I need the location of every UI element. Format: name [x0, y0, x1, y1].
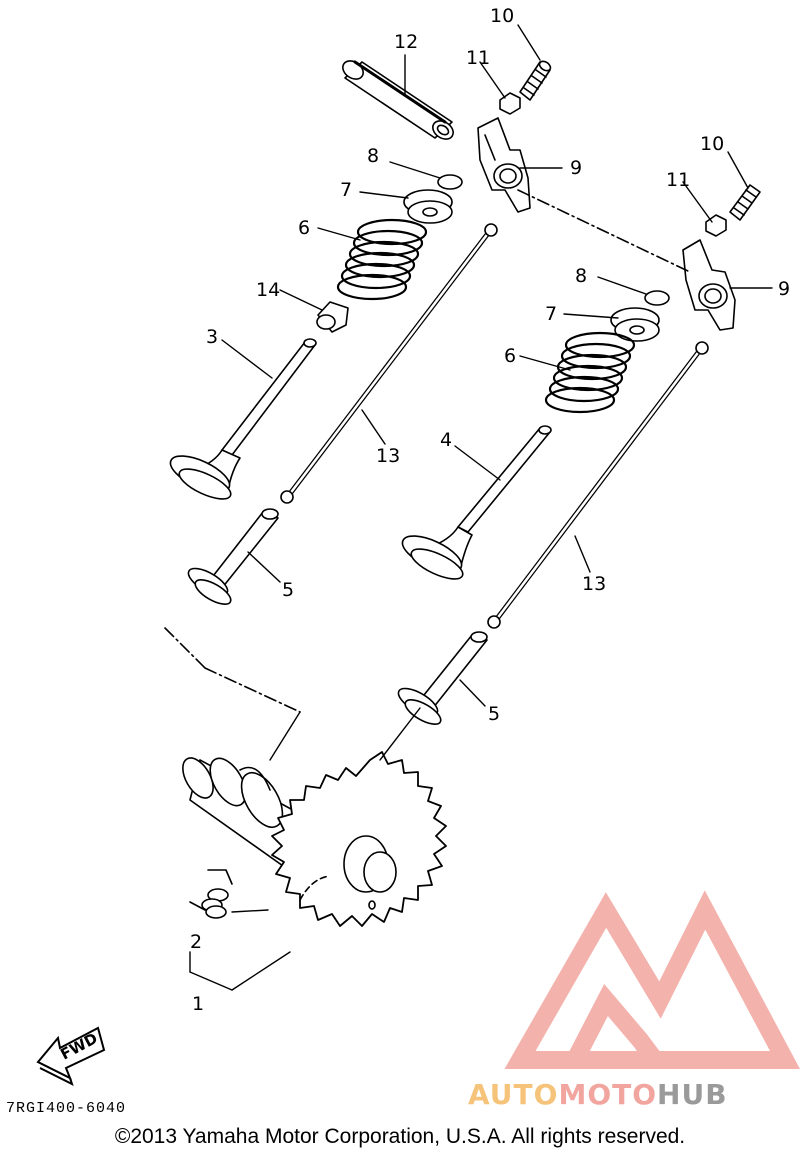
copyright-notice: ©2013 Yamaha Motor Corporation, U.S.A. A…: [114, 1125, 686, 1148]
leader-lines: [189, 24, 773, 991]
rocker-shaft-part: [342, 60, 454, 140]
adjust-screw-upper-part: [519, 60, 552, 101]
callout-14: 14: [256, 279, 280, 301]
push-rod-left-part: [280, 223, 498, 504]
intake-valve-part: [169, 338, 317, 500]
callout-7-upper: 7: [340, 179, 352, 201]
adjust-screw-lower-part: [729, 184, 761, 221]
valve-spring-upper-part: [336, 218, 428, 301]
brand-hub: HUB: [657, 1078, 728, 1111]
camshaft-part: [182, 751, 447, 927]
watermark-brand: AUTOMOTOHUB: [468, 1078, 728, 1111]
push-rod-right-part: [487, 341, 709, 629]
callout-12: 12: [394, 31, 418, 53]
callout-6-upper: 6: [298, 217, 310, 239]
callout-13-left: 13: [376, 445, 400, 467]
spring-retainer-upper-part: [403, 189, 453, 224]
valve-stem-seal-part: [316, 301, 349, 333]
callout-7-lower: 7: [545, 303, 557, 325]
valve-spring-lower-part: [544, 331, 636, 414]
callout-11-lower: 11: [666, 169, 690, 191]
callout-1: 1: [192, 993, 204, 1015]
fwd-arrow-icon: FWD: [36, 1026, 106, 1086]
callout-8-lower: 8: [575, 265, 587, 287]
diagram-code: 7RGI400-6040: [6, 1100, 127, 1117]
rocker-arm-lower-part: [682, 239, 736, 331]
tappet-left-part: [187, 508, 279, 605]
collet-upper-part: [437, 174, 463, 190]
callout-9-lower: 9: [778, 278, 790, 300]
callout-labels: 12 10 11 8 7 6 14 3 9 10 11 8 7 6 9 4 13…: [190, 5, 790, 1015]
collet-lower-part: [644, 290, 670, 306]
callout-4: 4: [440, 429, 452, 451]
callout-2: 2: [190, 931, 202, 953]
brand-auto: AUTO: [468, 1078, 559, 1111]
callout-9-upper: 9: [570, 157, 582, 179]
brand-moto: MOTO: [558, 1078, 658, 1111]
callout-6-lower: 6: [504, 345, 516, 367]
callout-5-right: 5: [488, 703, 500, 725]
alignment-lines: [164, 189, 691, 713]
callout-13-right: 13: [582, 573, 606, 595]
cam-gear-icon: [271, 751, 447, 927]
callout-3: 3: [206, 326, 218, 348]
watermark-logo-icon: [504, 890, 800, 1069]
rocker-arm-upper-part: [477, 117, 531, 213]
dowel-pin-part: [189, 869, 233, 919]
spring-retainer-lower-part: [610, 307, 660, 342]
tappet-right-part: [397, 631, 488, 725]
exhaust-valve-part: [401, 425, 552, 580]
callout-8-upper: 8: [367, 145, 379, 167]
callout-10-upper: 10: [490, 5, 514, 27]
callout-11-upper: 11: [466, 47, 490, 69]
callout-10-lower: 10: [700, 133, 724, 155]
callout-5-left: 5: [282, 579, 294, 601]
